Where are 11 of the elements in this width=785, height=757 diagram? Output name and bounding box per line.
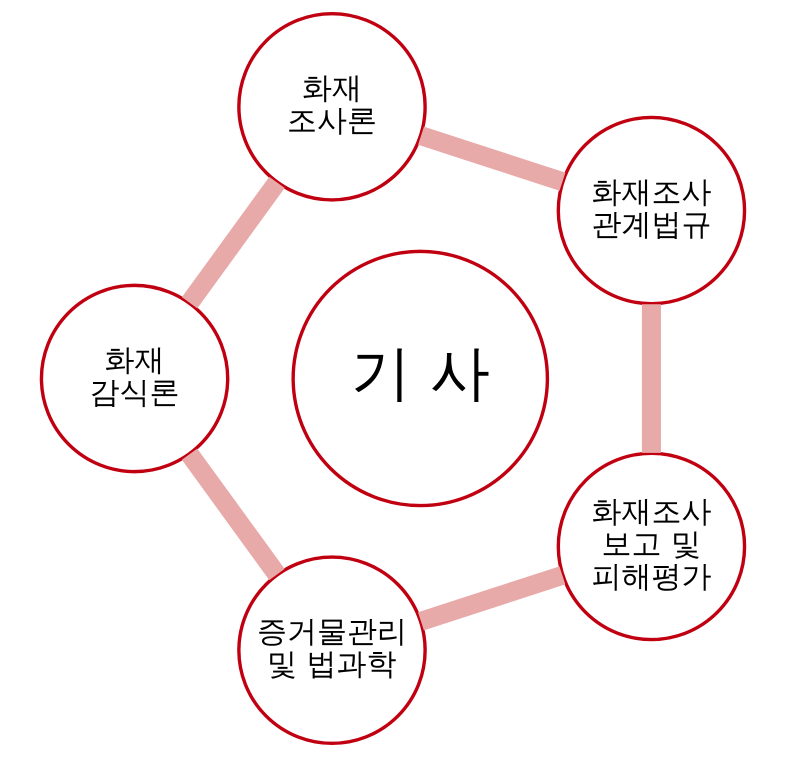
node-circle: 화재조사 관계법규 xyxy=(556,116,746,306)
node-circle: 화재 감식론 xyxy=(39,284,229,474)
connector xyxy=(181,448,284,580)
node-circle: 화재조사 보고 및 피해평가 xyxy=(556,452,746,642)
connector xyxy=(181,176,284,308)
node-circle: 기 사 xyxy=(290,250,549,508)
node-circle: 증거물관리 및 법과학 xyxy=(236,555,426,746)
connector xyxy=(418,566,565,630)
connector xyxy=(418,126,565,191)
connector xyxy=(641,304,660,453)
node-circle: 화재 조사론 xyxy=(236,12,426,202)
